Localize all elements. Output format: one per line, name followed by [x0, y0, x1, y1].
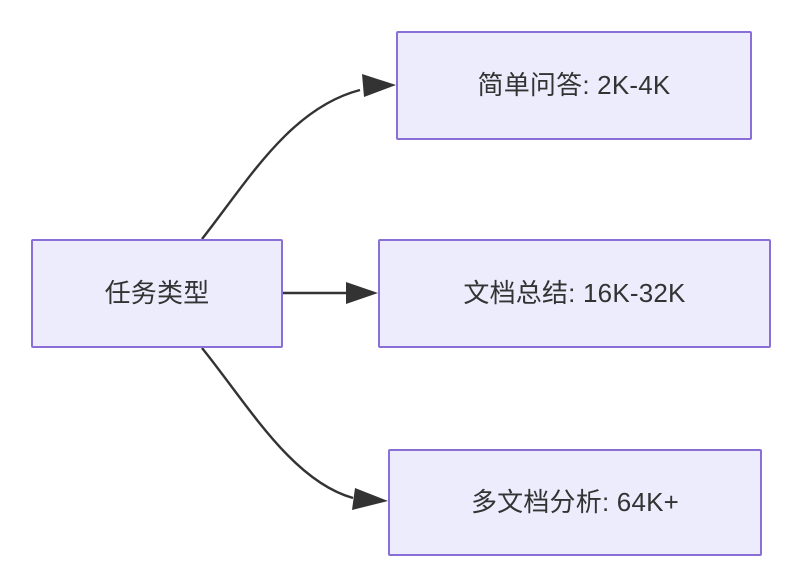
edge-root-to-doc-summary — [283, 282, 378, 304]
edge-root-to-doc-summary-arrowhead — [346, 282, 378, 304]
node-doc-summary[interactable]: 文档总结: 16K-32K — [378, 239, 771, 348]
edge-root-to-simple-qa-arrowhead — [362, 74, 396, 97]
node-multi-doc-analysis[interactable]: 多文档分析: 64K+ — [388, 449, 762, 556]
node-doc-summary-label: 文档总结: 16K-32K — [463, 277, 686, 308]
node-simple-qa[interactable]: 简单问答: 2K-4K — [396, 31, 752, 140]
edge-root-to-multi-doc-arrowhead — [352, 488, 388, 510]
node-multi-doc-analysis-label: 多文档分析: 64K+ — [470, 486, 680, 517]
edge-root-to-simple-qa-path — [201, 88, 361, 240]
node-task-type-root[interactable]: 任务类型 — [31, 239, 283, 348]
edge-root-to-multi-doc — [201, 347, 388, 510]
node-simple-qa-label: 简单问答: 2K-4K — [477, 69, 671, 100]
edge-root-to-multi-doc-path — [201, 347, 354, 500]
node-task-type-root-label: 任务类型 — [104, 277, 210, 308]
edge-root-to-simple-qa — [201, 74, 396, 240]
